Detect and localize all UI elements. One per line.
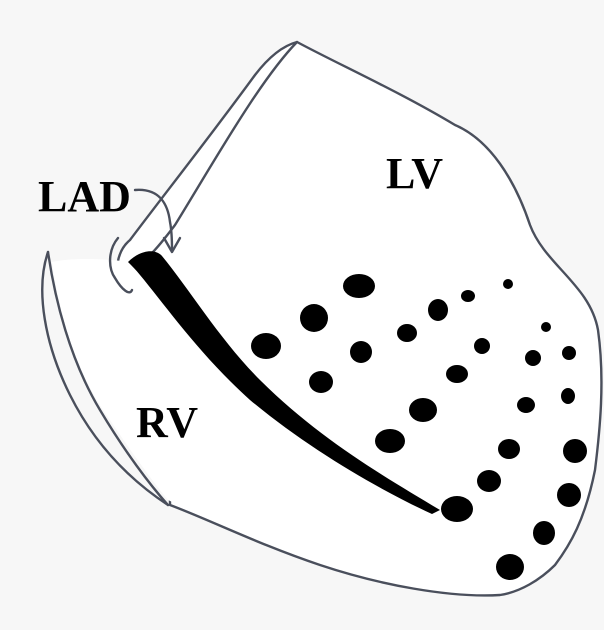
lesion-dot <box>409 398 437 422</box>
lesion-dot <box>517 397 535 413</box>
lesion-dot <box>557 483 581 507</box>
lesion-dot <box>343 274 375 298</box>
lesion-dot <box>461 290 475 302</box>
lesion-dot <box>477 470 501 492</box>
lesion-dot <box>446 365 468 383</box>
lesion-dot <box>251 333 281 359</box>
lesion-dot <box>474 338 490 354</box>
lv-label: LV <box>386 149 443 198</box>
lesion-dot <box>428 299 448 321</box>
lesion-dot <box>503 279 513 289</box>
lesion-dot <box>397 324 417 342</box>
lesion-dot <box>533 521 555 545</box>
lad-label: LAD <box>38 172 131 221</box>
lesion-dot <box>496 554 524 580</box>
lesion-dot <box>541 322 551 332</box>
lesion-dot <box>441 496 473 522</box>
lesion-dot <box>309 371 333 393</box>
lesion-dot <box>563 439 587 463</box>
lesion-dot <box>375 429 405 453</box>
lesion-dot <box>562 346 576 360</box>
lesion-dot <box>350 341 372 363</box>
lesion-dot <box>525 350 541 366</box>
lesion-dot <box>561 388 575 404</box>
rv-label: RV <box>136 398 198 447</box>
lesion-dot <box>300 304 328 332</box>
lesion-dot <box>498 439 520 459</box>
